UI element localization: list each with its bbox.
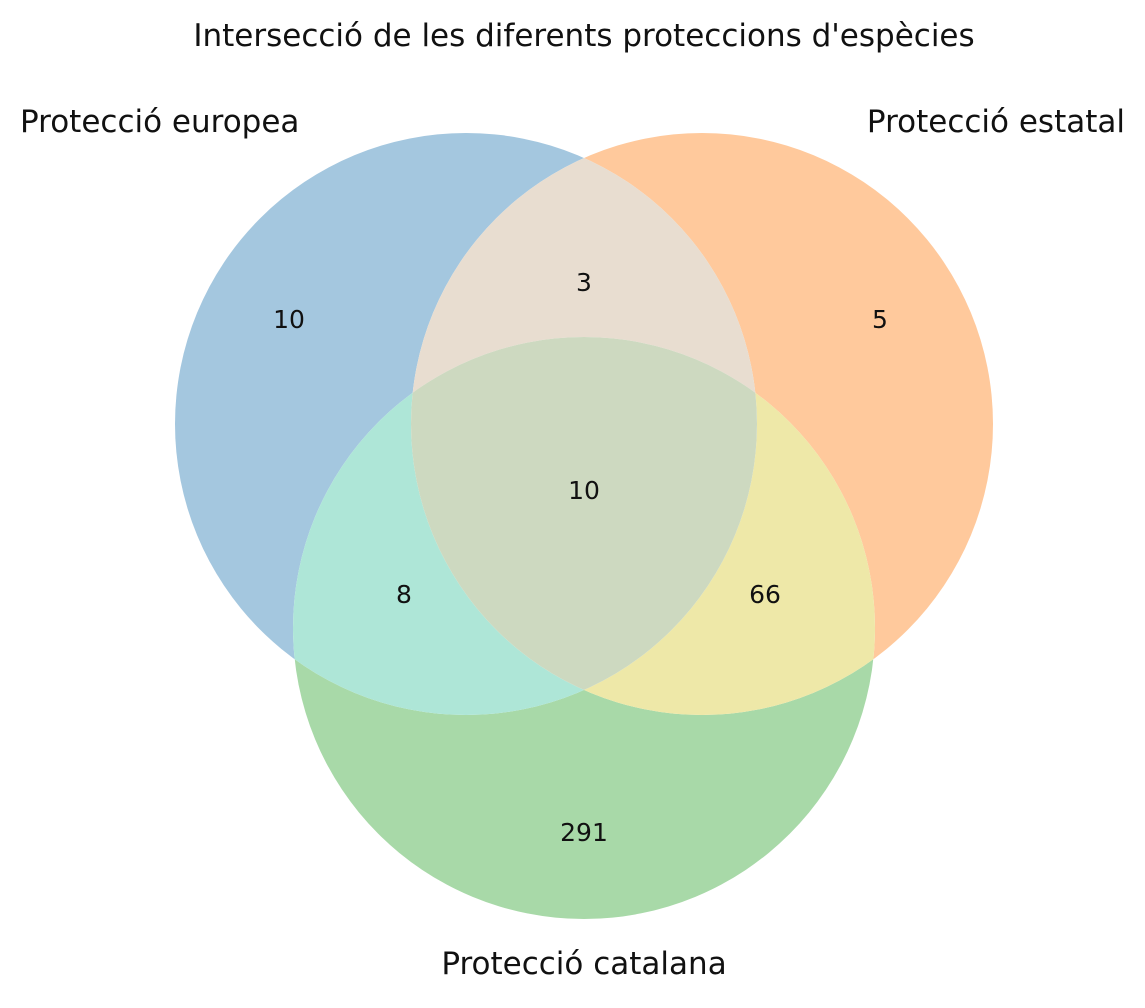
set-label-estatal: Protecció estatal [867, 104, 1125, 140]
region-a-only-count: 10 [273, 305, 305, 334]
set-label-europea: Protecció europea [20, 104, 299, 140]
chart-title: Intersecció de les diferents proteccions… [193, 18, 974, 54]
region-b-only-count: 5 [872, 305, 888, 334]
set-label-catalana: Protecció catalana [441, 946, 726, 982]
region-c-only-count: 291 [560, 818, 608, 847]
region-bc-count: 66 [749, 580, 781, 609]
region-abc [411, 337, 757, 715]
region-ac-count: 8 [396, 580, 412, 609]
region-ab-count: 3 [576, 268, 592, 297]
region-abc-count: 10 [568, 476, 600, 505]
